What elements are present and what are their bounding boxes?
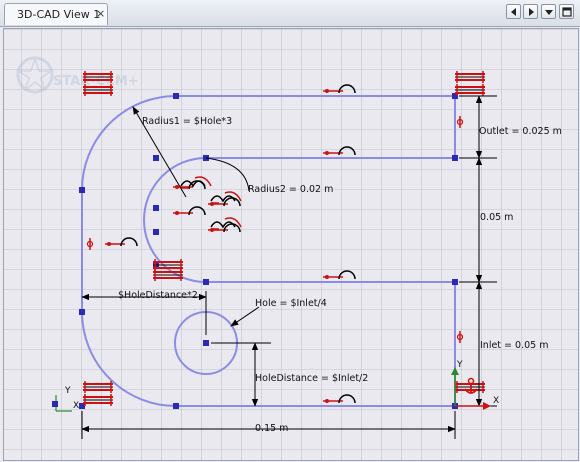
hole-label: Hole = $Inlet/4 [255, 298, 327, 309]
radius2-dim-arc [205, 157, 250, 192]
tab-3d-cad-view[interactable]: 3D-CAD View 1 × [4, 3, 108, 25]
outlet-label: Outlet = 0.025 m [479, 126, 562, 137]
hole-distance-2-label: $HoleDistance*2 [118, 290, 198, 301]
arrow-left-icon [511, 8, 516, 16]
vertex [452, 279, 458, 285]
star-ccm-watermark: STAR-CCM+ [16, 56, 139, 94]
horizontal-constraint-icon [455, 71, 485, 83]
radius1-label: Radius1 = $Hole*3 [142, 116, 232, 127]
origin-x-label: X [73, 401, 79, 411]
horizontal-constraint-icon [455, 84, 485, 96]
view-menu-button[interactable] [541, 4, 556, 19]
cad-viewport[interactable]: STAR-CCM+ [3, 28, 579, 461]
horizontal-constraint-icon [83, 84, 113, 96]
local-x-label: X [493, 396, 499, 406]
arrow-right-icon [529, 8, 534, 16]
tangent-constraint-icon [173, 206, 206, 216]
local-axes: X Y [451, 360, 499, 410]
inlet-label: Inlet = 0.05 m [480, 340, 548, 351]
vertex [79, 403, 85, 409]
horizontal-constraint-icon [83, 381, 113, 393]
vertex [153, 205, 159, 211]
tangent-arc-icon [180, 176, 212, 189]
vertex [173, 403, 179, 409]
dimensions [81, 95, 497, 439]
tangent-arc-icon [210, 191, 242, 204]
horizontal-constraint-icon [83, 394, 113, 406]
maximize-button[interactable] [559, 4, 574, 19]
tab-label: 3D-CAD View 1 [17, 8, 101, 21]
vertical-constraint-icon [456, 116, 464, 128]
outer-left-arc-bottom [81, 311, 177, 407]
tangent-constraint-icon [323, 84, 356, 94]
outer-left-arc-top [81, 95, 177, 191]
previous-view-button[interactable] [506, 4, 521, 19]
vertex [79, 309, 85, 315]
vertex [153, 229, 159, 235]
maximize-icon [562, 7, 572, 17]
vertex [452, 155, 458, 161]
radius2-label: Radius2 = 0.02 m [248, 184, 333, 195]
dimension-labels[interactable]: Radius1 = $Hole*3 Radius2 = 0.02 m Outle… [118, 116, 562, 434]
vertex [203, 340, 209, 346]
sketch-canvas[interactable]: STAR-CCM+ [4, 29, 578, 460]
hole-distance-label: HoleDistance = $Inlet/2 [255, 373, 368, 384]
chevron-down-icon [545, 10, 553, 15]
local-y-label: Y [456, 360, 463, 370]
vertical-constraint-icon [86, 238, 94, 250]
sketch-profile[interactable] [81, 95, 456, 407]
vertex [452, 93, 458, 99]
vertex [153, 261, 159, 267]
tangent-constraint-icon [105, 237, 138, 247]
vertex [173, 93, 179, 99]
horizontal-constraint-icon [83, 71, 113, 83]
vertical-constraint-icon [456, 331, 464, 343]
origin-y-label: Y [64, 386, 71, 396]
hole-dim-line [230, 306, 260, 327]
next-view-button[interactable] [523, 4, 538, 19]
inner-arc [143, 157, 207, 283]
watermark-text: STAR-CCM+ [53, 74, 139, 89]
tangent-arc-icon [210, 217, 242, 230]
origin-axes: Y X [52, 386, 79, 412]
tangent-constraint-icon [323, 146, 356, 156]
radius1-dim-line [132, 106, 187, 198]
close-icon[interactable]: × [96, 7, 106, 20]
horizontal-constraint-icon [153, 269, 183, 281]
vertex [203, 279, 209, 285]
gap-label: 0.05 m [480, 212, 513, 223]
width-label: 0.15 m [255, 423, 288, 434]
tangent-constraint-icon [323, 394, 356, 404]
tab-bar: 3D-CAD View 1 × [0, 0, 580, 27]
vertex [153, 155, 159, 161]
tangent-constraint-icon [323, 270, 356, 280]
vertex [79, 187, 85, 193]
